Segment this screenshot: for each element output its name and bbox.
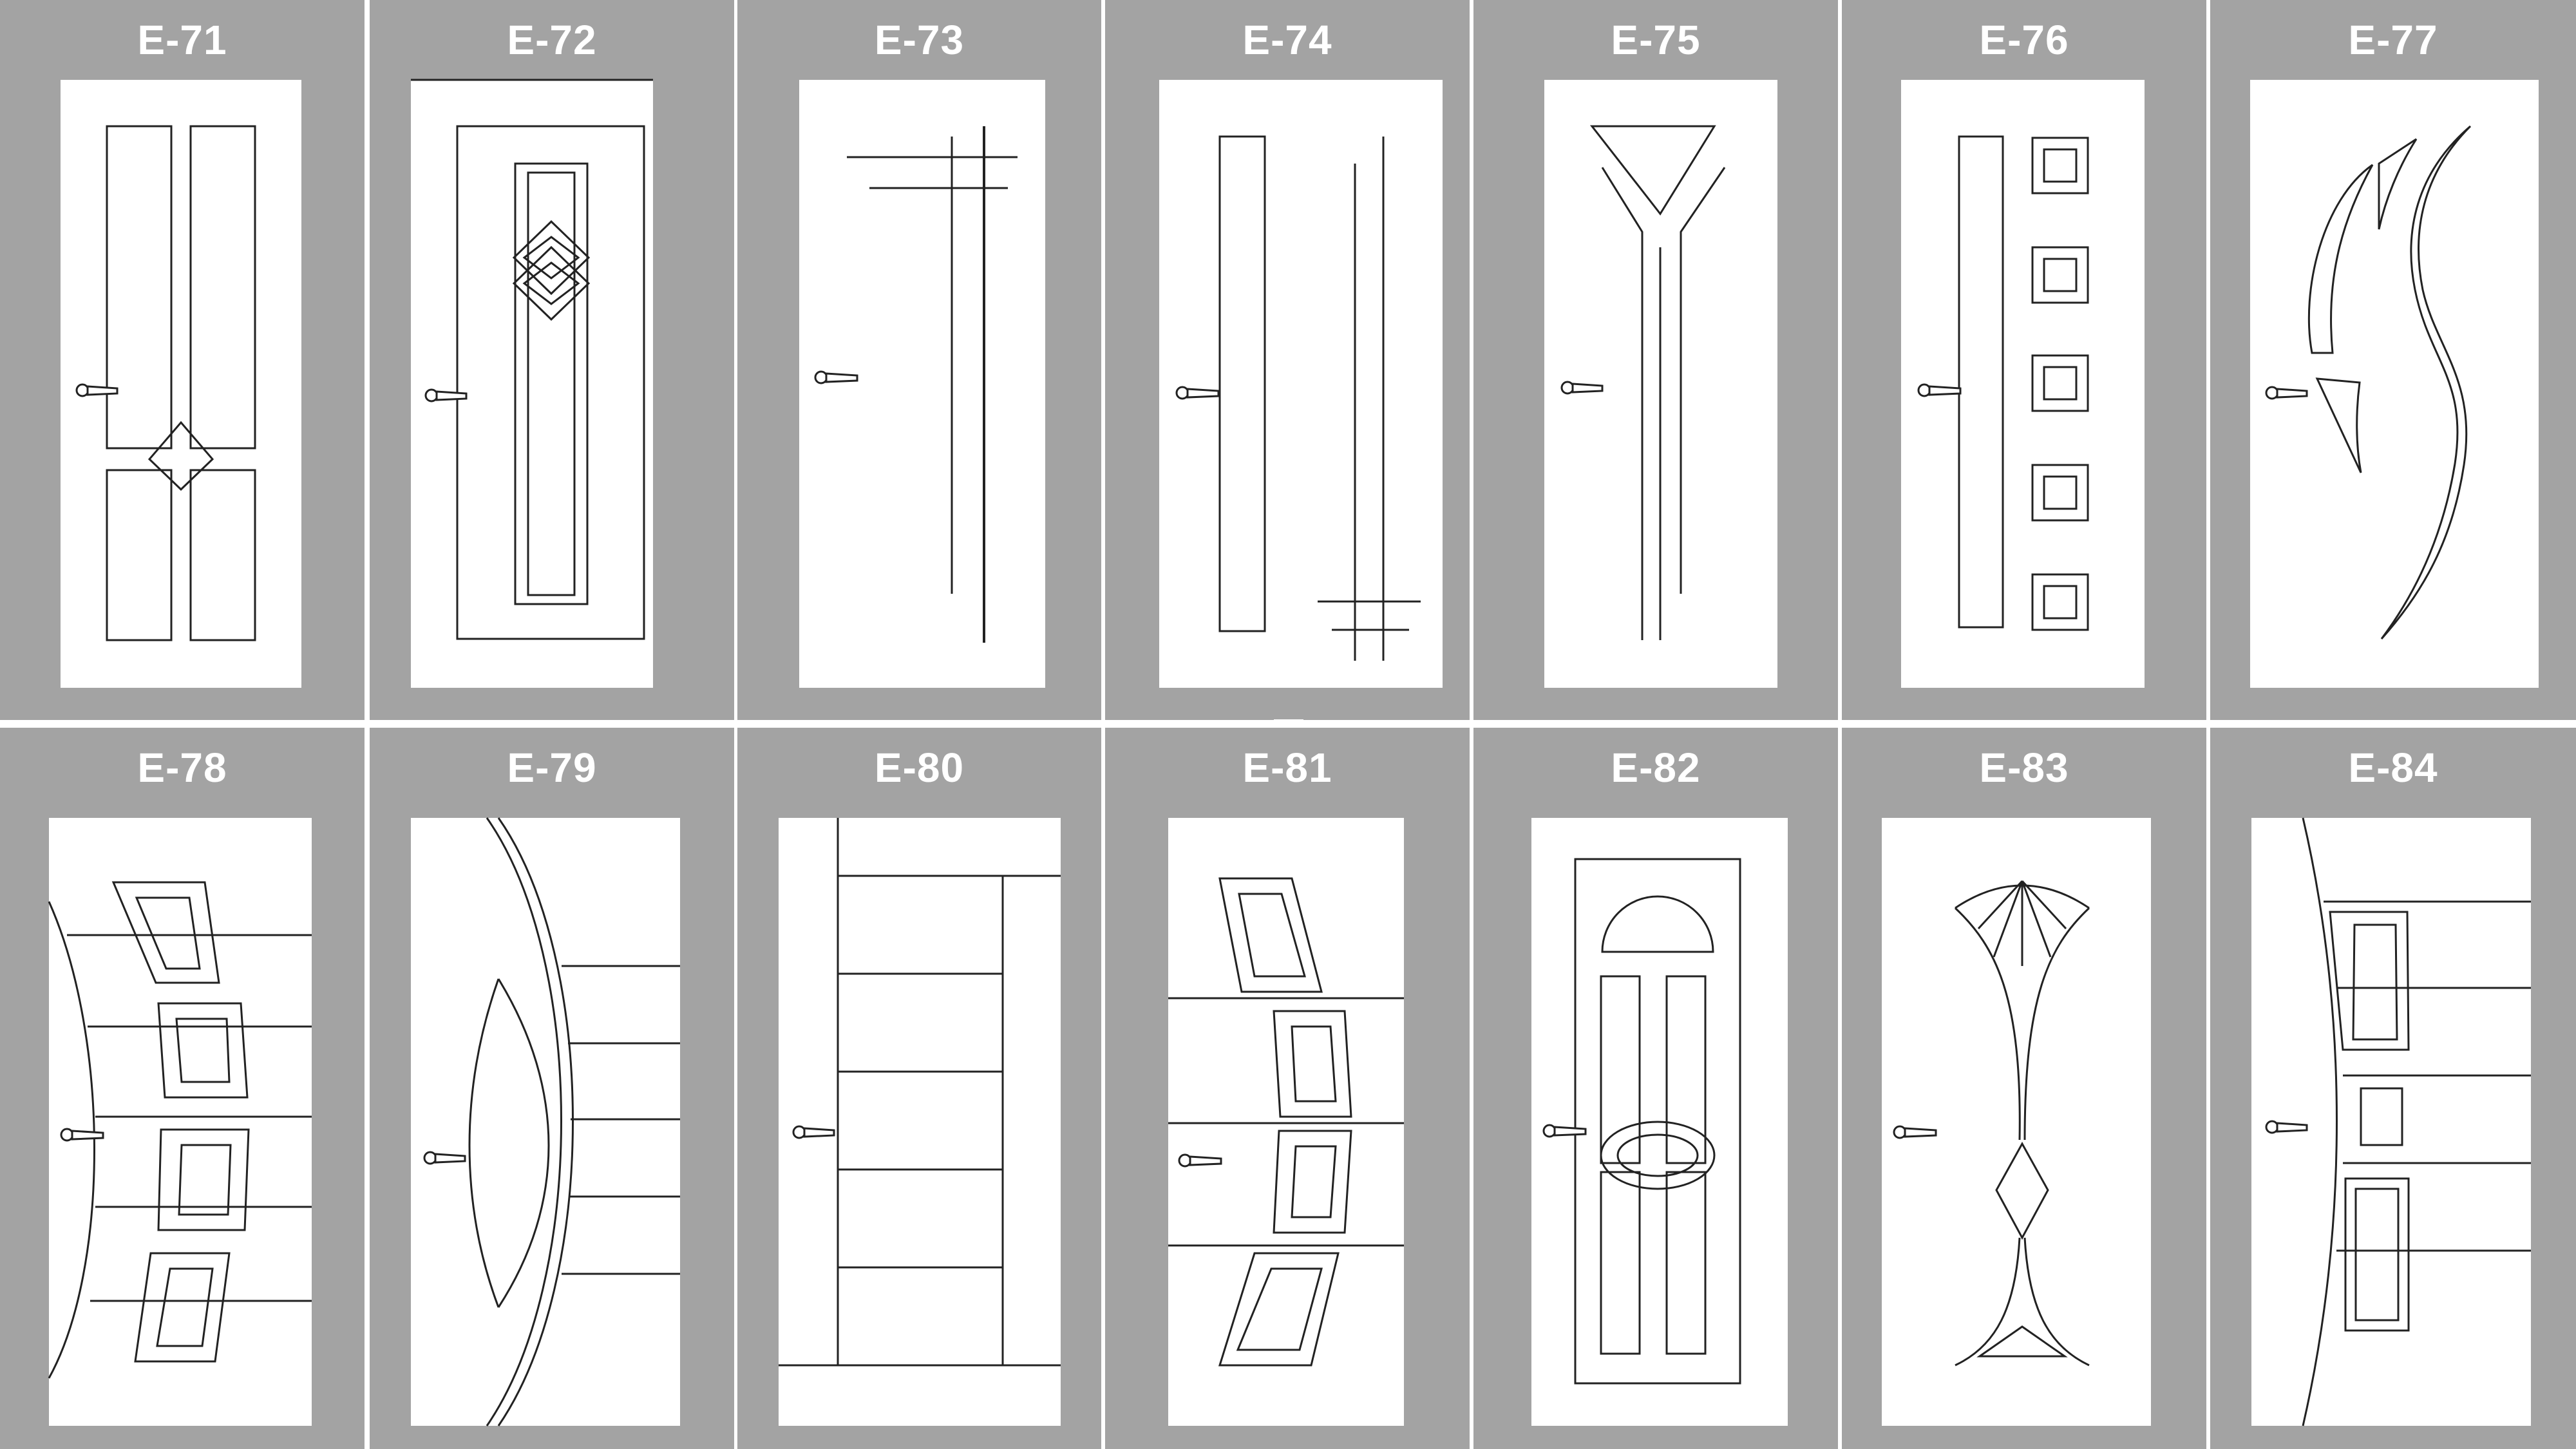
door-drawing-e78 <box>48 818 312 1426</box>
door-card-e79[interactable]: E-79 <box>370 728 734 1449</box>
door-code-label: E-84 <box>2348 744 2438 791</box>
door-code-label: E-72 <box>507 17 597 63</box>
door-card-e78[interactable]: E-78 <box>0 728 365 1449</box>
door-handle-icon <box>60 1128 104 1142</box>
catalog-row-1: E-71 E-72 <box>0 0 2576 720</box>
door-drawing-e73 <box>799 80 1045 688</box>
door-drawing-e83 <box>1882 818 2151 1426</box>
door-card-e77[interactable]: E-77 <box>2210 0 2576 720</box>
door-handle-icon <box>423 1151 466 1165</box>
door-card-e76[interactable]: E-76 <box>1842 0 2206 720</box>
door-code-label: E-73 <box>874 17 965 63</box>
door-card-e75[interactable]: E-75 <box>1473 0 1838 720</box>
door-code-label: E-78 <box>137 744 227 791</box>
door-card-e81[interactable]: E-81 <box>1105 728 1470 1449</box>
door-drawing-e75 <box>1544 80 1777 688</box>
door-handle-icon <box>1560 381 1604 395</box>
door-code-label: E-76 <box>1979 17 2069 63</box>
door-card-e72[interactable]: E-72 <box>370 0 734 720</box>
door-handle-icon <box>814 370 858 384</box>
door-code-label: E-83 <box>1979 744 2069 791</box>
door-handle-icon <box>1175 386 1220 400</box>
door-card-e80[interactable]: E-80 <box>737 728 1101 1449</box>
door-card-e71[interactable]: E-71 <box>0 0 365 720</box>
door-drawing-e72 <box>411 79 653 688</box>
door-card-e73[interactable]: E-73 <box>737 0 1101 720</box>
door-drawing-e79 <box>411 817 680 1426</box>
door-card-e82[interactable]: E-82 <box>1473 728 1838 1449</box>
door-drawing-e82 <box>1531 818 1788 1426</box>
door-handle-icon <box>2265 386 2308 400</box>
door-card-e74[interactable]: E-74 <box>1105 0 1470 720</box>
door-code-label: E-74 <box>1242 17 1332 63</box>
door-handle-icon <box>1542 1124 1587 1138</box>
door-drawing-e84 <box>2251 817 2531 1426</box>
door-handle-icon <box>424 388 468 402</box>
door-drawing-e81 <box>1168 818 1404 1426</box>
door-handle-icon <box>1178 1153 1222 1168</box>
door-drawing-e74 <box>1159 80 1443 688</box>
door-code-label: E-79 <box>507 744 597 791</box>
row-divider-mark <box>1274 719 1303 727</box>
door-code-label: E-81 <box>1242 744 1332 791</box>
door-card-e84[interactable]: E-84 <box>2210 728 2576 1449</box>
door-handle-icon <box>75 383 118 397</box>
door-code-label: E-82 <box>1611 744 1701 791</box>
door-drawing-e76 <box>1901 80 2145 688</box>
catalog-row-2: E-78 <box>0 728 2576 1449</box>
door-drawing-e71 <box>61 80 301 688</box>
door-code-label: E-71 <box>137 17 227 63</box>
door-handle-icon <box>1893 1125 1937 1139</box>
door-card-e83[interactable]: E-83 <box>1842 728 2206 1449</box>
door-code-label: E-80 <box>874 744 965 791</box>
door-code-label: E-77 <box>2348 17 2438 63</box>
door-drawing-e77 <box>2250 80 2539 688</box>
door-handle-icon <box>1917 383 1962 397</box>
door-code-label: E-75 <box>1611 17 1701 63</box>
door-drawing-e80 <box>779 818 1061 1426</box>
door-handle-icon <box>2265 1120 2308 1134</box>
door-handle-icon <box>792 1125 835 1139</box>
